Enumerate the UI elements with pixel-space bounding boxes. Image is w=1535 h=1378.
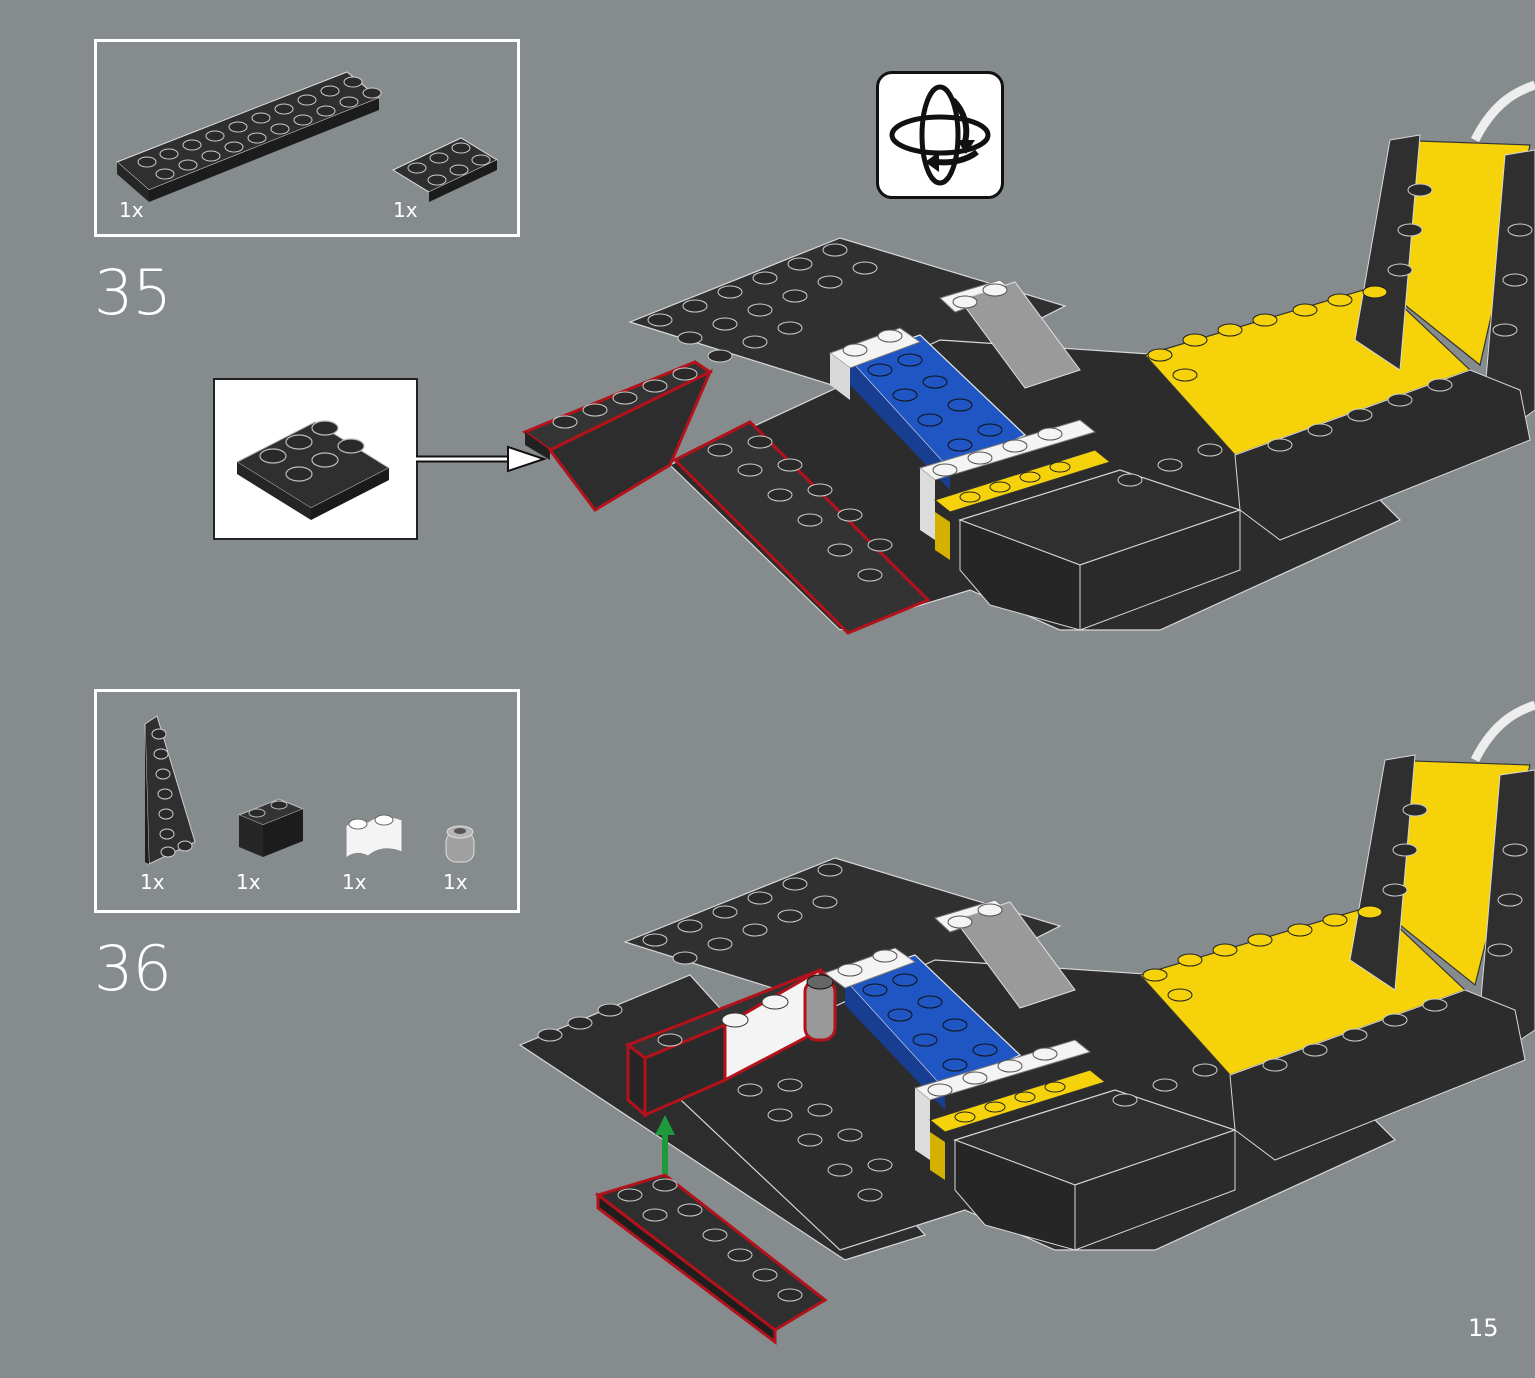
wedge-plate-icon — [144, 715, 196, 865]
model-step-35 — [521, 80, 1535, 635]
part-qty: 1x — [140, 870, 165, 894]
plate-2x10-icon — [116, 71, 382, 202]
callout-box — [213, 378, 418, 540]
brick-1x2-white-icon — [345, 814, 403, 860]
step-number: 35 — [94, 256, 172, 329]
part-qty: 1x — [443, 870, 468, 894]
part-qty: 1x — [119, 198, 144, 222]
page-number: 15 — [1468, 1314, 1499, 1342]
parts-box-step-36: 1x 1x 1x 1x — [94, 689, 520, 913]
part-qty: 1x — [393, 198, 418, 222]
round-brick-icon — [445, 825, 475, 863]
part-qty: 1x — [236, 870, 261, 894]
model-step-36 — [518, 700, 1535, 1346]
callout-arrow — [416, 445, 548, 473]
rotate-model-icon — [889, 84, 991, 186]
step-number: 36 — [94, 932, 172, 1005]
plate-2x3-callout-icon — [235, 420, 391, 520]
parts-box-step-35: 1x 1x — [94, 39, 520, 237]
part-qty: 1x — [342, 870, 367, 894]
plate-2x3-icon — [391, 137, 499, 202]
rotate-badge — [876, 71, 1004, 199]
brick-1x2-black-icon — [237, 798, 305, 857]
